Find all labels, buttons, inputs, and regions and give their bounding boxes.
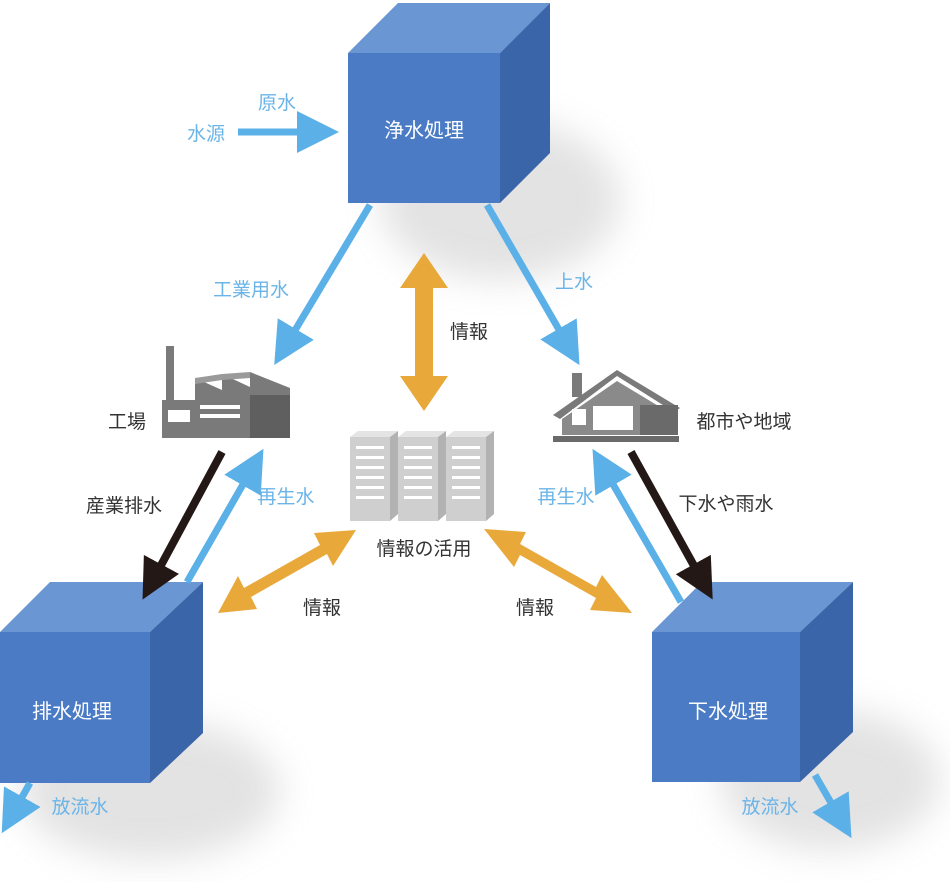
- discharge-left-label: 放流水: [51, 796, 108, 818]
- recycled-water-right-label: 再生水: [537, 486, 594, 508]
- industrial-water-arrow: [274, 203, 374, 366]
- sewage-box: 下水処理: [652, 582, 853, 782]
- purification-box: 浄水処理: [348, 3, 550, 203]
- factory-label: 工場: [108, 411, 146, 433]
- sewer-rain-arrow: [627, 450, 713, 600]
- sewer-rain-label: 下水や雨水: [678, 493, 773, 515]
- tap-water-arrow: [483, 203, 580, 366]
- server-rack-icon: [350, 431, 494, 521]
- water-source-label: 水源: [187, 123, 225, 145]
- info-arrow-top: [400, 253, 448, 411]
- info-right-label: 情報: [516, 597, 554, 619]
- diagram-labels: 原水 水源 工業用水 上水 情報 工場 都市や地域 産業排水 再生水 再生水 下…: [51, 92, 798, 818]
- discharge-right-arrow: [811, 773, 852, 839]
- info-arrow-left: [218, 530, 356, 613]
- discharge-right-label: 放流水: [741, 796, 798, 818]
- info-left-label: 情報: [303, 597, 341, 619]
- discharge-left-arrow: [1, 781, 41, 834]
- datacenter-label: 情報の活用: [376, 538, 471, 560]
- industrial-wastewater-arrow: [142, 450, 226, 600]
- server-rack-1: [350, 431, 398, 521]
- server-rack-3: [446, 431, 494, 521]
- recycled-water-left-arrow: [183, 448, 264, 584]
- recycled-water-right-arrow: [592, 448, 685, 604]
- raw-water-label: 原水: [258, 92, 296, 114]
- info-top-label: 情報: [450, 321, 488, 343]
- water-flow-arrows: [1, 111, 852, 839]
- purification-label: 浄水処理: [384, 118, 464, 142]
- recycled-water-left-label: 再生水: [257, 486, 314, 508]
- drainage-arrows: [142, 450, 713, 600]
- sewage-label: 下水処理: [688, 699, 768, 723]
- info-arrows: [218, 253, 632, 613]
- factory-icon: [162, 346, 290, 438]
- industrial-wastewater-label: 産業排水: [86, 495, 162, 517]
- info-arrow-right: [484, 529, 632, 613]
- tap-water-label: 上水: [555, 271, 593, 293]
- wastewater-box: 排水処理: [0, 582, 203, 783]
- server-rack-2: [398, 431, 446, 521]
- city-label: 都市や地域: [696, 411, 791, 433]
- industrial-water-label: 工業用水: [213, 279, 289, 301]
- house-icon: [553, 370, 680, 442]
- wastewater-label: 排水処理: [32, 699, 112, 723]
